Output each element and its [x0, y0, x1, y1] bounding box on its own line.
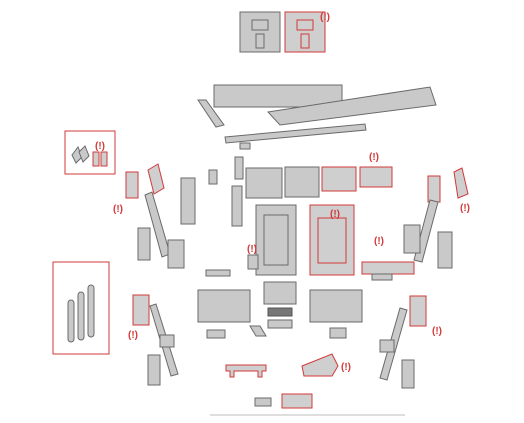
panel-center-4 — [359, 166, 393, 188]
right-handle-2 — [437, 231, 453, 269]
warning-label: (!) — [369, 152, 379, 163]
small-block — [208, 169, 218, 185]
console-red — [309, 204, 355, 276]
screen-left — [213, 84, 343, 108]
vent-top — [234, 156, 244, 180]
bottom-red-piece — [281, 393, 313, 409]
red-frame-left — [64, 130, 116, 175]
bottom-group: (!) — [210, 353, 405, 416]
small-strip-right — [371, 273, 393, 281]
lower-panel-left — [197, 289, 251, 323]
strip-b — [77, 291, 85, 341]
lower-left-handle — [147, 354, 161, 386]
stick-left-b — [100, 151, 108, 167]
lower-left-red — [132, 294, 150, 326]
strip-a — [67, 299, 75, 343]
warning-label: (!) — [320, 12, 330, 23]
lower-center-group — [197, 281, 363, 339]
small-strip — [197, 99, 225, 128]
lower-right-handle — [401, 359, 415, 389]
red-frame-large — [52, 261, 110, 355]
switch-strip-right — [361, 261, 415, 275]
panel-center-3 — [321, 166, 357, 192]
lower-right-bracket — [329, 327, 347, 339]
dark-switch — [267, 307, 293, 317]
warning-label: (!) — [374, 236, 384, 247]
lower-right-group: (!) — [379, 295, 442, 389]
warning-label: (!) — [330, 209, 340, 220]
knob-left-b — [78, 145, 90, 163]
warning-label: (!) — [341, 362, 351, 373]
panel-center-1 — [245, 167, 283, 199]
left-large-boxed-group — [52, 261, 110, 355]
warning-label: (!) — [113, 204, 123, 215]
left-door-panel-2 — [147, 163, 165, 195]
center-top-row: (!) — [208, 142, 393, 227]
warning-label: (!) — [432, 326, 442, 337]
left-door-group: (!) — [113, 163, 196, 269]
right-door-group: (!) — [403, 167, 470, 269]
vent-center — [231, 185, 243, 227]
lower-left-bracket — [206, 329, 226, 339]
switch-strip-left — [205, 269, 231, 277]
right-handle-1 — [403, 224, 421, 254]
small-panel-left — [247, 254, 259, 270]
left-door-panel — [125, 171, 139, 199]
bottom-dark-piece — [254, 397, 272, 407]
strip-c — [87, 284, 95, 338]
lower-right-red — [409, 295, 427, 327]
warning-label: (!) — [247, 244, 257, 255]
warning-label: (!) — [460, 203, 470, 214]
warning-label: (!) — [95, 141, 105, 152]
bottom-bracket-left — [225, 364, 267, 378]
warning-label: (!) — [128, 330, 138, 341]
top-part-red — [284, 11, 326, 53]
left-speaker-box — [180, 177, 196, 225]
cupholder — [263, 281, 297, 305]
left-handle-2 — [167, 239, 185, 269]
left-handle-1 — [137, 227, 151, 261]
right-door-panel-2 — [453, 167, 469, 199]
center-console: (!) (!) (!) — [205, 204, 415, 281]
top-part-gray — [239, 11, 281, 53]
console-gray — [255, 204, 297, 276]
left-boxed-group: (!) — [64, 130, 116, 175]
lower-left-group: (!) — [128, 294, 179, 386]
clip-top — [239, 142, 251, 150]
top-part-pair: (!) — [239, 11, 330, 53]
screen-right — [266, 86, 437, 126]
lower-strip — [267, 319, 293, 329]
dashboard-screens — [197, 84, 437, 144]
trim-strip — [224, 123, 367, 144]
lower-hook — [249, 325, 267, 337]
lower-left-knob — [159, 334, 175, 348]
bottom-bracket-right — [301, 353, 339, 377]
lower-panel-right — [309, 289, 363, 323]
lower-right-knob — [379, 339, 395, 353]
stick-left-a — [92, 151, 100, 167]
right-door-panel — [427, 175, 441, 203]
panel-center-2 — [284, 166, 320, 198]
